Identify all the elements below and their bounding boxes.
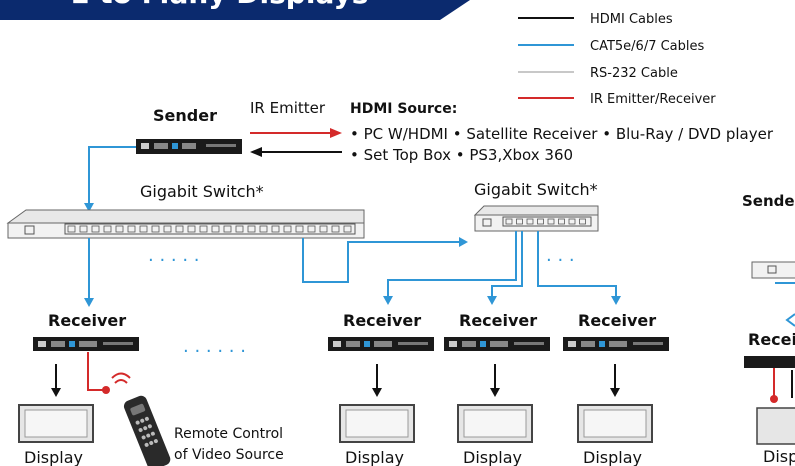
- display-label: Display: [345, 448, 404, 466]
- small-switch: [473, 205, 599, 232]
- display-label: Display: [463, 448, 522, 466]
- right-receiver-label: Recei: [748, 330, 795, 349]
- receiver-label: Receiver: [343, 311, 421, 330]
- ir-arrow: [250, 128, 342, 138]
- remote-caption-line1: Remote Control: [174, 426, 283, 442]
- display-3: Display: [457, 364, 533, 466]
- right-receiver-device: [744, 356, 795, 368]
- cat-switch-receiver2: [387, 231, 517, 298]
- cat-sender-switch: [88, 146, 136, 205]
- receiver-3: Receiver: [444, 311, 550, 351]
- display-1: Display: [18, 364, 94, 466]
- display-label: Display: [583, 448, 642, 466]
- hdmi-arrow: [250, 147, 342, 157]
- remote-caption-line2: of Video Source: [174, 447, 284, 463]
- right-display-partial: [756, 407, 795, 445]
- sender-device: [136, 139, 242, 154]
- ir-receiver-eye: [102, 386, 110, 394]
- legend-ir-label: IR Emitter/Receiver: [590, 92, 716, 107]
- big-switch: [6, 209, 365, 239]
- receiver-4: Receiver: [563, 311, 669, 351]
- banner-title: 1 to Many Displays: [70, 0, 368, 10]
- legend-rs232-label: RS-232 Cable: [590, 66, 678, 81]
- receiver-1: Receiver: [33, 311, 139, 351]
- right-sender-label: Sender: [742, 192, 795, 210]
- right-switch-partial: [751, 261, 795, 279]
- ir-emitter-label: IR Emitter: [250, 99, 326, 117]
- ir-receiver-cable: [87, 352, 104, 391]
- legend-cat-label: CAT5e/6/7 Cables: [590, 39, 705, 54]
- receiver-label: Receiver: [48, 311, 126, 330]
- hdmi-source-line1: • PC W/HDMI • Satellite Receiver • Blu-R…: [350, 125, 774, 143]
- hdmi-source-heading: HDMI Source:: [350, 101, 457, 117]
- cat-switch-receiver4: [537, 231, 617, 298]
- big-switch-label: Gigabit Switch*: [140, 182, 264, 201]
- banner: 1 to Many Displays: [0, 0, 470, 20]
- legend-hdmi-label: HDMI Cables: [590, 12, 673, 27]
- dots-big-switch: · · · · ·: [148, 250, 200, 271]
- receiver-2: Receiver: [328, 311, 434, 351]
- right-display-label: Disp: [763, 447, 795, 466]
- receiver-label: Receiver: [459, 311, 537, 330]
- display-label: Display: [24, 448, 83, 466]
- cat-switch-switch: [302, 238, 460, 283]
- small-switch-label: Gigabit Switch*: [474, 180, 598, 199]
- display-2: Display: [339, 364, 415, 466]
- display-4: Display: [577, 364, 653, 466]
- dots-small-switch: · · ·: [546, 250, 575, 271]
- hdmi-source-line2: • Set Top Box • PS3,Xbox 360: [350, 146, 573, 164]
- dots-receivers: · · · · · ·: [183, 341, 246, 362]
- remote-control-icon: [111, 372, 171, 466]
- receiver-label: Receiver: [578, 311, 656, 330]
- cat-switch-receiver3: [491, 231, 523, 298]
- sender-label: Sender: [153, 106, 217, 125]
- legend: HDMI Cables CAT5e/6/7 Cables RS-232 Cabl…: [518, 12, 716, 107]
